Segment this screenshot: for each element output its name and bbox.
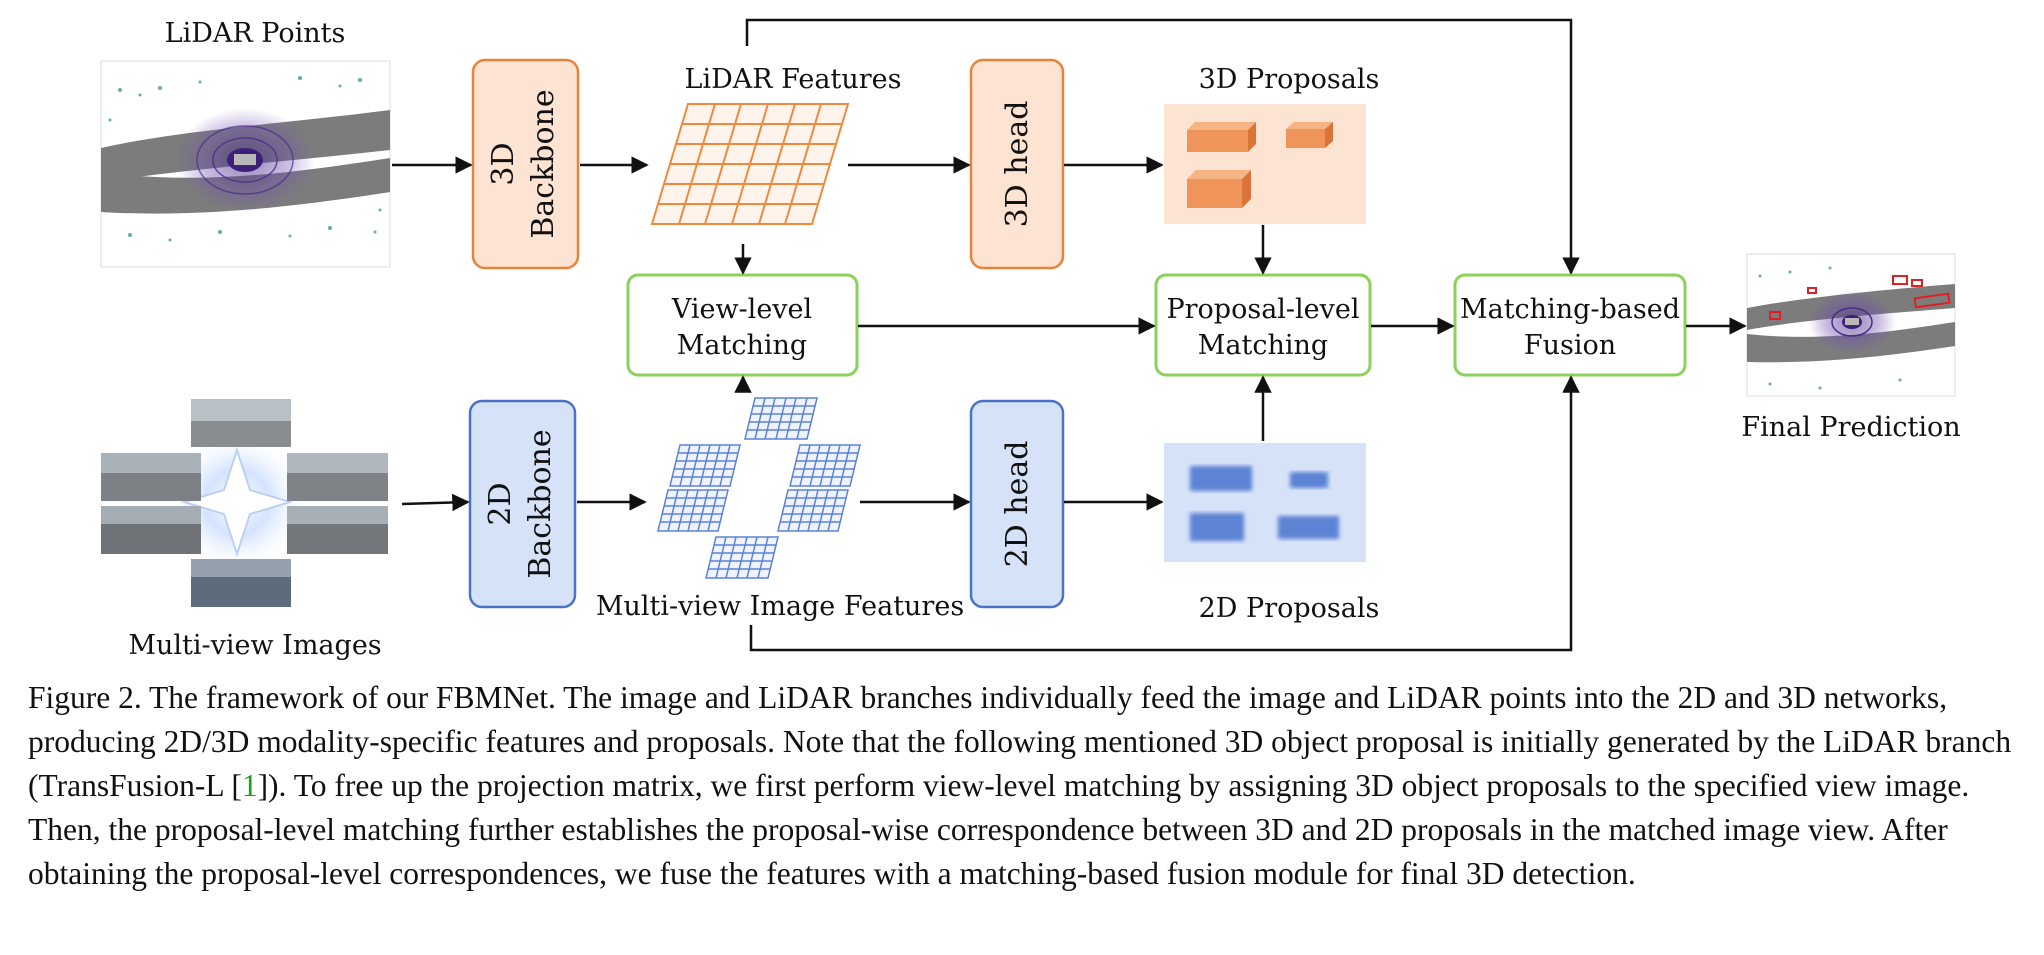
head-2d-label: 2D head — [1000, 441, 1035, 568]
view-level-matching-block: View-level Matching — [626, 273, 859, 377]
backbone-3d-line2: Backbone — [526, 89, 561, 238]
view-matching-line1: View-level — [671, 294, 812, 325]
arrow-image-features-to-fusion — [749, 375, 1580, 652]
caption-text-continued: ]). To free up the projection matrix, we… — [28, 768, 1970, 891]
backbone-2d-line1: 2D — [483, 482, 518, 525]
proposals-3d-panel — [1164, 104, 1366, 224]
backbone-3d-line1: 3D — [486, 142, 521, 185]
multiview-images — [101, 399, 388, 607]
proposals-2d-panel — [1164, 443, 1366, 562]
proposal-3d-box — [1187, 170, 1251, 208]
proposal-2d-box — [1290, 472, 1328, 488]
fusion-line1: Matching-based — [1460, 294, 1680, 325]
citation-link[interactable]: 1 — [241, 768, 258, 803]
lidar-features-label: LiDAR Features — [685, 64, 902, 95]
backbone-3d-block: 3D Backbone — [471, 58, 580, 270]
proposal-2d-box — [1278, 516, 1339, 539]
arrow-images-to-backbone2d — [401, 493, 470, 512]
lidar-points-image — [100, 60, 391, 268]
proposal-3d-box — [1187, 122, 1256, 152]
proposal-matching-line1: Proposal-level — [1166, 294, 1359, 325]
head-3d-block: 3D head — [969, 58, 1065, 270]
proposals-3d-label: 3D Proposals — [1199, 64, 1380, 95]
lidar-feature-grid — [650, 103, 850, 225]
backbone-2d-block: 2D Backbone — [468, 399, 577, 609]
head-2d-block: 2D head — [969, 399, 1065, 609]
lidar-points-label: LiDAR Points — [165, 18, 346, 49]
figure-caption: Figure 2. The framework of our FBMNet. T… — [28, 676, 2018, 896]
proposals-2d-label: 2D Proposals — [1199, 593, 1380, 624]
proposal-3d-box — [1286, 122, 1333, 148]
arrow-lidar-features-to-fusion — [745, 18, 1580, 275]
image-feature-grids — [657, 397, 861, 579]
backbone-2d-line2: Backbone — [523, 429, 558, 578]
flow-arrows — [392, 18, 1747, 652]
view-matching-line2: Matching — [677, 330, 807, 361]
proposal-2d-box — [1190, 513, 1244, 541]
proposal-matching-line2: Matching — [1198, 330, 1328, 361]
matching-based-fusion-block: Matching-based Fusion — [1453, 273, 1687, 377]
caption-text: Figure 2. The framework of our FBMNet. T… — [28, 680, 2012, 803]
fusion-line2: Fusion — [1524, 330, 1616, 361]
final-prediction-label: Final Prediction — [1741, 412, 1960, 443]
head-3d-label: 3D head — [1000, 101, 1035, 228]
framework-diagram: LiDAR Points Multi-view Ima — [100, 18, 1961, 661]
image-features-label: Multi-view Image Features — [596, 591, 964, 622]
proposal-level-matching-block: Proposal-level Matching — [1154, 273, 1372, 377]
final-prediction-image — [1746, 253, 1956, 397]
multiview-images-label: Multi-view Images — [128, 630, 381, 661]
proposal-2d-box — [1190, 466, 1252, 491]
